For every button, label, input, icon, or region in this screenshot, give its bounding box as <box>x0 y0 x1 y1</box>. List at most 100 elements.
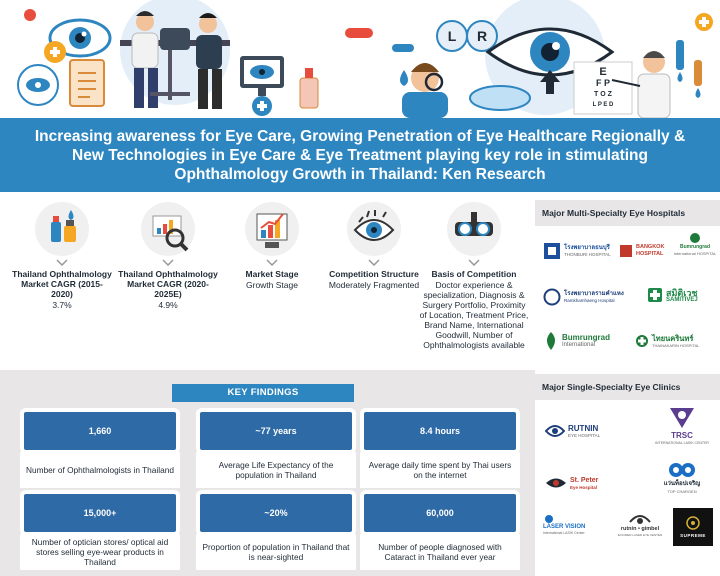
bumrungrad-leaf-icon <box>547 332 555 350</box>
finding-description: Average Life Expectancy of the populatio… <box>196 452 356 488</box>
key-findings-panel: KEY FINDINGS 1,660 Number of Ophthalmolo… <box>0 370 535 576</box>
metric-label: Market Stage <box>245 269 299 279</box>
metric-value: Growth Stage <box>246 280 298 290</box>
eye-chart-icon: E F P T O Z L P E D <box>573 61 633 115</box>
logo-rutnin-gimbel: rutnin • gimbel EXCIMER LASER EYE CENTER <box>611 512 669 542</box>
metric-value: Doctor experience & specialization, Diag… <box>419 280 529 350</box>
metric-label: Thailand Ophthalmology Market CAGR (2020… <box>118 269 218 299</box>
doctor-pointer-icon <box>611 51 671 118</box>
plus-badge-icon <box>252 96 272 116</box>
finding-card: ~77 years Average Life Expectancy of the… <box>196 408 356 488</box>
metric-label: Competition Structure <box>329 269 419 279</box>
lr-right-label: R <box>477 28 487 44</box>
dropper-icon <box>676 40 684 82</box>
supreme-emblem-icon <box>686 515 700 530</box>
logo-name: SUPREME <box>680 532 706 538</box>
logo-name: แว่นท็อปเจริญ <box>663 481 701 487</box>
logo-sub: INTERNATIONAL LASIK CENTER <box>655 441 709 445</box>
samitivej-logo-icon <box>648 288 662 302</box>
finding-description: Proportion of population in Thailand tha… <box>196 534 356 570</box>
logo-top-charoen: แว่นท็อปเจริญ TOP CHAROEN <box>647 460 717 494</box>
eye-chart-line1: E <box>599 66 606 78</box>
logo-name: Bumrungrad <box>562 333 610 342</box>
chevron-down-icon <box>162 259 174 266</box>
logo-name: โรงพยาบาลธนบุรี <box>564 245 610 251</box>
finding-description: Average daily time spent by Thai users o… <box>360 452 520 488</box>
dropper-icon <box>694 60 702 98</box>
growth-chart-icon <box>245 202 299 256</box>
bangkok-hospital-logo-icon <box>620 245 632 257</box>
finding-card: 15,000+ Number of optician stores/ optic… <box>20 490 180 570</box>
finding-description: Number of Ophthalmologists in Thailand <box>20 452 180 488</box>
arrow-up-icon <box>540 70 560 94</box>
ramkhamhaeng-logo-icon <box>543 288 561 306</box>
finding-value: ~77 years <box>196 408 356 454</box>
finding-value: ~20% <box>196 490 356 536</box>
chevron-down-icon <box>368 259 380 266</box>
lr-signs: L R <box>436 20 498 52</box>
finding-description: Number of people diagnosed with Cataract… <box>360 534 520 570</box>
finding-value: 1,660 <box>20 408 180 454</box>
lr-left-label: L <box>448 28 457 44</box>
logo-name: TRSC <box>671 431 693 440</box>
players-column: Major Multi-Specialty Eye Hospitals โรงพ… <box>535 192 720 576</box>
metric-cagr-2015-2020: Thailand Ophthalmology Market CAGR (2015… <box>12 200 112 310</box>
metric-value: 4.9% <box>158 300 178 310</box>
thainakarin-logo-icon <box>636 335 648 347</box>
pill-icon <box>392 44 414 52</box>
metric-label: Basis of Competition <box>431 269 517 279</box>
rutnin-eye-icon <box>545 425 565 437</box>
chevron-down-icon <box>468 259 480 266</box>
eye-drop-icon <box>400 70 408 86</box>
thonburi-logo-icon <box>544 243 560 259</box>
monitor-eye-icon <box>240 56 284 96</box>
metric-market-stage: Market Stage Growth Stage <box>222 200 322 290</box>
logo-laser-vision: LASER VISION International LASIK Center <box>543 514 607 544</box>
rutnin-gimbel-icon <box>629 515 651 524</box>
metric-value: Moderately Fragmented <box>328 280 420 290</box>
clinics-heading: Major Single-Specialty Eye Clinics <box>535 374 720 400</box>
logo-thonburi: โรงพยาบาลธนบุรีTHONBURI HOSPITAL <box>543 236 621 266</box>
eye-chart-line2: F P <box>596 78 610 88</box>
metric-competition-structure: Competition Structure Moderately Fragmen… <box>324 200 424 290</box>
laser-vision-icon <box>545 515 553 523</box>
trsc-triangle-icon <box>670 408 694 428</box>
logo-supreme: SUPREME <box>673 508 713 546</box>
logo-name: rutnin • gimbel <box>620 526 660 532</box>
logo-sub: EYE HOSPITAL <box>568 433 601 438</box>
metrics-row: Thailand Ophthalmology Market CAGR (2015… <box>0 192 535 370</box>
plus-icon <box>24 9 36 21</box>
logo-sub: THAINAKARIN HOSPITAL <box>652 343 700 348</box>
finding-value: 8.4 hours <box>360 408 520 454</box>
logo-bangkok-hospital: BANGKOK HOSPITAL <box>619 236 669 266</box>
eye-exam-scene-icon <box>120 11 230 109</box>
finding-value: 60,000 <box>360 490 520 536</box>
eye-badge-icon <box>17 64 59 106</box>
logo-name: St. Peter <box>570 476 599 484</box>
logo-name: สมิติเวช <box>666 287 698 298</box>
logo-sub: SAMITIVEJ <box>666 296 698 303</box>
header-illustration: L R E F P T O Z L P E D <box>0 0 720 118</box>
logo-sub: TOP CHAROEN <box>667 489 697 494</box>
logo-sub: International HOSPITAL <box>673 251 717 256</box>
metric-basis-of-competition: Basis of Competition Doctor experience &… <box>418 200 530 350</box>
logo-sub: Ramkhamhaeng Hospital <box>564 298 615 303</box>
logo-name: BANGKOK HOSPITAL <box>636 244 665 257</box>
logo-trsc: TRSC INTERNATIONAL LASIK CENTER <box>647 406 717 445</box>
top-charoen-glasses-icon <box>669 463 695 477</box>
metric-label: Thailand Ophthalmology Market CAGR (2015… <box>12 269 112 299</box>
metric-cagr-2020-2025: Thailand Ophthalmology Market CAGR (2020… <box>118 200 218 310</box>
chevron-down-icon <box>56 259 68 266</box>
finding-card: 1,660 Number of Ophthalmologists in Thai… <box>20 408 180 488</box>
logo-name: โรงพยาบาลรามคำแหง <box>564 291 624 297</box>
logo-sub: International <box>562 342 596 348</box>
logo-sub: Eye Hospital <box>570 484 598 490</box>
eye-structure-icon <box>347 202 401 256</box>
logo-sub: THONBURI HOSPITAL <box>564 252 611 257</box>
key-findings-title: KEY FINDINGS <box>172 384 354 402</box>
plus-icon <box>695 13 713 31</box>
finding-card: 60,000 Number of people diagnosed with C… <box>360 490 520 570</box>
logo-name: LASER VISION <box>543 524 586 530</box>
